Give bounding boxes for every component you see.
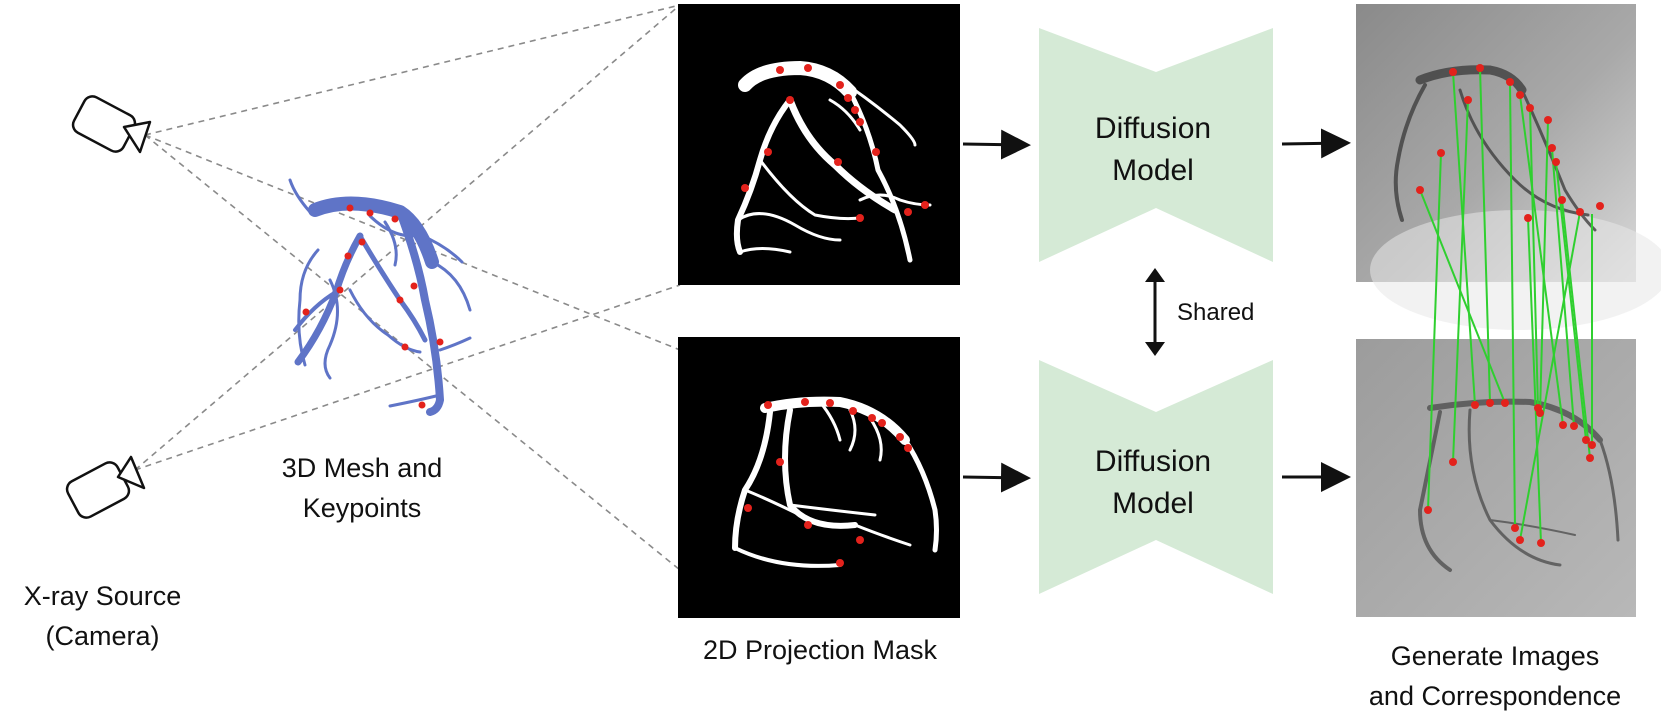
xray-source-label-line1: X-ray Source bbox=[23, 581, 182, 611]
shared-label: Shared bbox=[1177, 299, 1254, 326]
flow-arrows bbox=[962, 128, 1351, 493]
correspondence-lines bbox=[1419, 67, 1593, 544]
generated-image-top bbox=[1356, 4, 1661, 330]
projection-mask-label: 2D Projection Mask bbox=[702, 635, 938, 665]
generate-images-label: Generate Images and Correspondence bbox=[1335, 636, 1655, 716]
mesh-label-line2: Keypoints bbox=[302, 493, 422, 523]
projection-mask-top bbox=[678, 4, 960, 285]
diffusion-model-top-line1: Diffusion bbox=[1095, 112, 1211, 145]
diffusion-model-top-line2: Model bbox=[1112, 154, 1194, 187]
camera-icon-bottom bbox=[65, 455, 146, 519]
diffusion-model-bottom: Diffusion Model bbox=[1039, 360, 1273, 594]
vessel-mesh-3d bbox=[288, 178, 472, 416]
shared-double-arrow bbox=[1145, 268, 1165, 356]
diffusion-model-bottom-line2: Model bbox=[1112, 487, 1194, 520]
projection-mask-bottom bbox=[678, 337, 960, 618]
generated-image-bottom bbox=[1356, 339, 1636, 617]
generate-images-label-line2: and Correspondence bbox=[1368, 681, 1622, 711]
image-keypoints bbox=[1416, 64, 1604, 547]
diffusion-model-top: Diffusion Model bbox=[1039, 28, 1273, 262]
mesh-label: 3D Mesh and Keypoints bbox=[262, 448, 462, 528]
diffusion-model-bottom-line1: Diffusion bbox=[1095, 445, 1211, 478]
mesh-label-line1: 3D Mesh and bbox=[281, 453, 443, 483]
mesh-keypoints bbox=[302, 204, 444, 409]
xray-source-label-line2: (Camera) bbox=[45, 621, 160, 651]
camera-icon-top bbox=[71, 95, 152, 154]
xray-source-label: X-ray Source (Camera) bbox=[0, 576, 205, 656]
generate-images-label-line1: Generate Images bbox=[1390, 641, 1600, 671]
